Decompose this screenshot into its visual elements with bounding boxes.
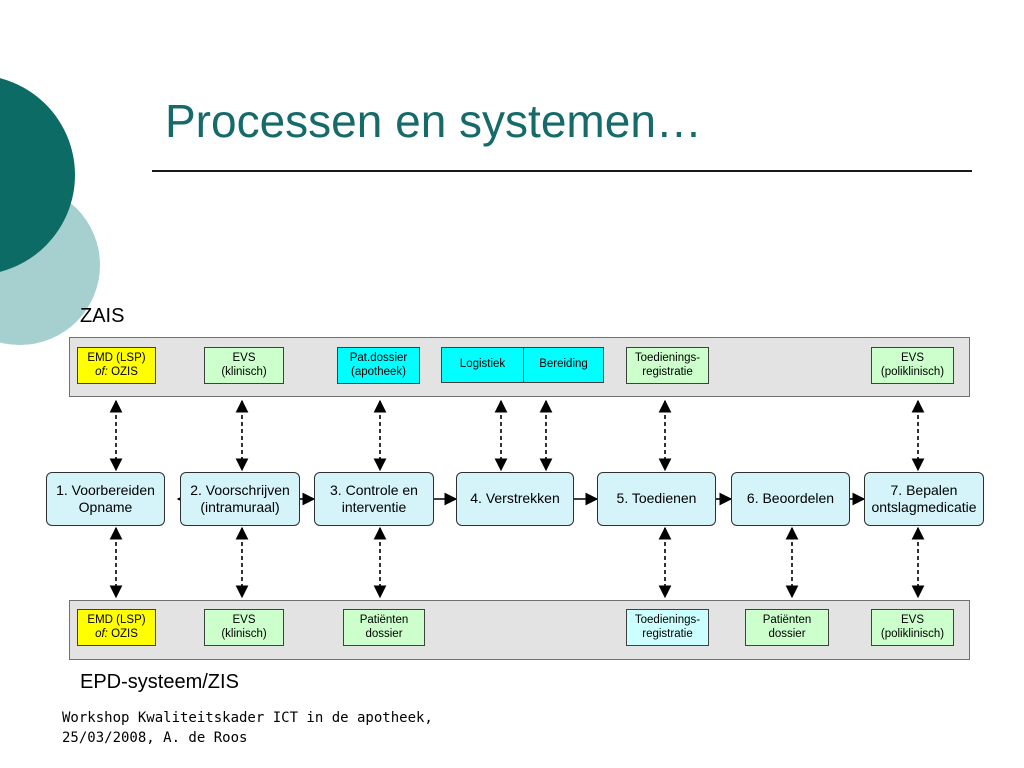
process-ontslagmedicatie: 7. Bepalen ontslagmedicatie [864, 472, 984, 526]
zais-system-bereiding: Bereiding [523, 347, 604, 383]
process-beoordelen: 6. Beoordelen [731, 472, 850, 526]
epd-label: EPD-systeem/ZIS [80, 671, 239, 693]
process-controle-interventie: 3. Controle en interventie [314, 472, 434, 526]
epd-system-emd: EMD (LSP) of: OZIS [77, 609, 156, 646]
process-voorschrijven: 2. Voorschrijven (intramuraal) [180, 472, 300, 526]
process-voorbereiden-opname: 1. Voorbereiden Opname [46, 472, 165, 526]
zais-label: ZAIS [80, 305, 125, 327]
zais-system-evs-klinisch: EVS (klinisch) [204, 347, 284, 384]
title-underline [152, 170, 972, 172]
epd-system-evs-poliklinisch: EVS (poliklinisch) [871, 609, 954, 646]
process-toedienen: 5. Toedienen [597, 472, 716, 526]
zais-system-evs-poliklinisch: EVS (poliklinisch) [871, 347, 954, 384]
epd-system-patienten-dossier-2: Patiënten dossier [745, 609, 829, 646]
epd-system-patienten-dossier: Patiënten dossier [343, 609, 425, 646]
process-verstrekken: 4. Verstrekken [456, 472, 574, 526]
footer-line-2: 25/03/2008, A. de Roos [62, 730, 248, 746]
epd-system-evs-klinisch: EVS (klinisch) [204, 609, 284, 646]
page-title: Processen en systemen… [165, 95, 702, 147]
footer-line-1: Workshop Kwaliteitskader ICT in de apoth… [62, 710, 433, 726]
epd-system-toedieningsregistratie: Toedienings- registratie [626, 609, 709, 646]
zais-system-emd: EMD (LSP) of: OZIS [77, 347, 156, 384]
decorative-circles [0, 78, 100, 345]
zais-system-toedieningsregistratie: Toedienings- registratie [626, 347, 709, 384]
footer: Workshop Kwaliteitskader ICT in de apoth… [62, 708, 433, 748]
zais-system-pat-dossier: Pat.dossier (apotheek) [337, 347, 420, 384]
